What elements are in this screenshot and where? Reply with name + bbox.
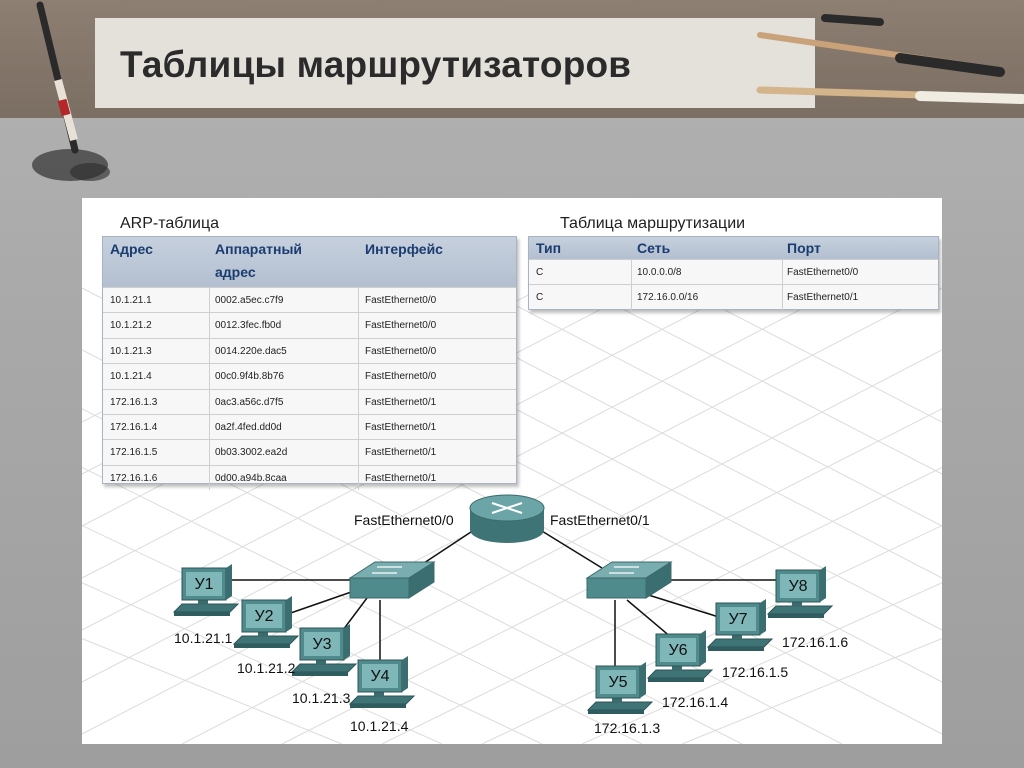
arp-cell-interface: FastEthernet0/1 (365, 472, 437, 484)
arp-header-address: Адрес (110, 241, 153, 257)
workstation-icon (586, 662, 654, 714)
workstation-icon (348, 656, 416, 708)
host-name-label: У2 (254, 608, 274, 625)
routing-header-port: Порт (787, 240, 821, 256)
host-ip-label: 172.16.1.5 (722, 664, 789, 680)
host-ip-label: 10.1.21.3 (292, 690, 351, 706)
routing-header-network: Сеть (637, 240, 671, 256)
arp-table-row: 10.1.21.1 0002.a5ec.c7f9 FastEthernet0/0 (103, 287, 516, 312)
routing-cell-port: FastEthernet0/1 (787, 292, 859, 304)
arp-cell-hw-address: 0ac3.a56c.d7f5 (215, 396, 284, 408)
host-name-label: У4 (370, 668, 390, 685)
arp-cell-address: 172.16.1.4 (110, 421, 158, 433)
arp-cell-hw-address: 0012.3fec.fb0d (215, 320, 282, 332)
host-ip-label: 172.16.1.3 (594, 720, 661, 736)
routing-table: Тип Сеть Порт C 10.0.0.0/8 FastEthernet0/0… (528, 236, 939, 310)
workstation-icon (766, 566, 834, 618)
host-name-label: У7 (728, 611, 748, 628)
switch-left-icon (348, 561, 436, 599)
arp-cell-interface: FastEthernet0/0 (365, 295, 437, 306)
arp-cell-address: 10.1.21.4 (110, 371, 152, 383)
workstation-icon (290, 624, 358, 676)
page-title: Таблицы маршрутизаторов (120, 44, 632, 85)
arp-cell-hw-address: 0002.a5ec.c7f9 (215, 295, 284, 306)
arp-cell-hw-address: 0014.220e.dac5 (215, 345, 287, 357)
arp-table-row: 10.1.21.2 0012.3fec.fb0d FastEthernet0/0 (103, 312, 516, 337)
workstation-icon (172, 564, 240, 616)
host-name-label: У5 (608, 674, 628, 691)
routing-cell-type: C (536, 267, 544, 278)
workstation-icon (232, 596, 300, 648)
host-ip-label: 172.16.1.4 (662, 694, 729, 710)
arp-cell-hw-address: 00c0.9f4b.8b76 (215, 371, 284, 383)
arp-header-interface: Интерфейс (365, 241, 443, 257)
arp-cell-hw-address: 0b03.3002.ea2d (215, 447, 288, 459)
arp-cell-interface: FastEthernet0/1 (365, 396, 437, 408)
router-port-left-label: FastEthernet0/0 (354, 512, 454, 528)
network-figure: ARP-таблица Адрес Аппаратный адрес Интер… (82, 198, 942, 744)
host-ip-label: 10.1.21.1 (174, 630, 233, 646)
arp-cell-hw-address: 0d00.a94b.8caa (215, 472, 287, 484)
workstation-icon (706, 599, 774, 651)
arp-table-row: 10.1.21.4 00c0.9f4b.8b76 FastEthernet0/0 (103, 363, 516, 388)
arp-cell-address: 10.1.21.2 (110, 320, 152, 332)
arp-table-row: 172.16.1.3 0ac3.a56c.d7f5 FastEthernet0/1 (103, 388, 516, 414)
host-ip-label: 10.1.21.4 (350, 718, 409, 734)
title-panel (95, 18, 815, 108)
routing-cell-type: C (536, 292, 544, 304)
routing-table-row: C 172.16.0.0/16 FastEthernet0/1 (529, 284, 938, 309)
arp-cell-address: 172.16.1.3 (110, 396, 158, 408)
arp-table-row: 10.1.21.3 0014.220e.dac5 FastEthernet0/0 (103, 337, 516, 363)
switch-right-icon (585, 561, 673, 599)
arp-cell-interface: FastEthernet0/0 (365, 320, 437, 332)
arp-cell-interface: FastEthernet0/0 (365, 371, 437, 383)
arp-table-row: 172.16.1.5 0b03.3002.ea2d FastEthernet0/1 (103, 439, 516, 464)
arp-header-hw-line1: Аппаратный (215, 241, 303, 257)
router-port-right-label: FastEthernet0/1 (550, 512, 650, 528)
routing-table-header: Тип Сеть Порт (529, 237, 938, 259)
routing-table-row: C 10.0.0.0/8 FastEthernet0/0 (529, 259, 938, 284)
routing-header-type: Тип (536, 240, 562, 256)
background-grid (82, 287, 942, 744)
arp-cell-interface: FastEthernet0/0 (365, 345, 437, 357)
arp-header-hw-line2: адрес (215, 264, 256, 280)
routing-table-caption: Таблица маршрутизации (560, 215, 746, 232)
host-name-label: У3 (312, 636, 332, 653)
arp-cell-address: 172.16.1.5 (110, 447, 158, 459)
arp-cell-hw-address: 0a2f.4fed.dd0d (215, 421, 282, 433)
arp-table-row: 172.16.1.4 0a2f.4fed.dd0d FastEthernet0/1 (103, 413, 516, 439)
router-icon (469, 494, 545, 543)
arp-cell-interface: FastEthernet0/1 (365, 421, 437, 433)
host-name-label: У1 (194, 576, 214, 593)
arp-cell-address: 10.1.21.3 (110, 345, 152, 357)
host-name-label: У8 (788, 578, 808, 595)
arp-cell-interface: FastEthernet0/1 (365, 447, 437, 459)
routing-cell-network: 10.0.0.0/8 (637, 267, 682, 278)
host-ip-label: 10.1.21.2 (237, 660, 296, 676)
routing-cell-port: FastEthernet0/0 (787, 267, 859, 278)
routing-cell-network: 172.16.0.0/16 (637, 292, 699, 304)
host-name-label: У6 (668, 642, 688, 659)
host-ip-label: 172.16.1.6 (782, 634, 849, 650)
arp-table: Адрес Аппаратный адрес Интерфейс 10.1.21… (102, 236, 517, 491)
arp-table-row: 172.16.1.6 0d00.a94b.8caa FastEthernet0/1 (103, 464, 516, 490)
arp-table-header: Адрес Аппаратный адрес Интерфейс (103, 237, 516, 287)
workstation-icon (646, 630, 714, 682)
arp-cell-address: 172.16.1.6 (110, 472, 158, 484)
arp-cell-address: 10.1.21.1 (110, 295, 152, 306)
arp-table-caption: ARP-таблица (120, 215, 220, 232)
